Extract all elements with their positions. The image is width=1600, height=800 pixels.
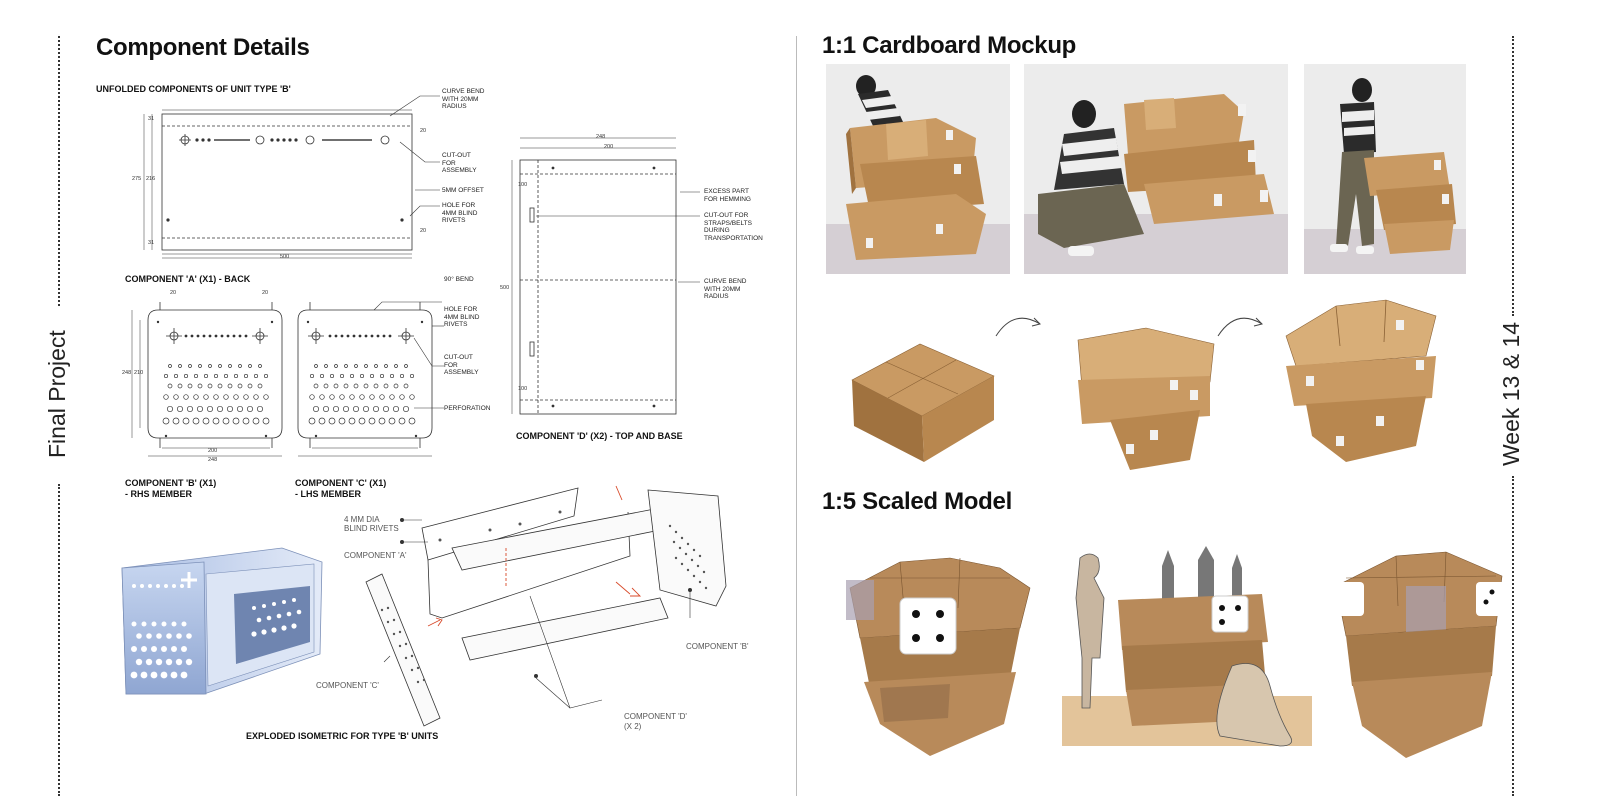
scaled-model-photo-3 [1326,546,1516,766]
mockup-title: 1:1 Cardboard Mockup [822,32,1077,59]
component-b-caption-2: - RHS MEMBER [125,489,192,499]
iso-label-comp-a: COMPONENT 'A' [344,551,407,560]
mockup-photo-1 [826,64,1010,274]
leaders-a [389,95,440,217]
note-d-cutout: CUT-OUT FOR STRAPS/BELTS DURING TRANSPOR… [704,212,763,242]
mockup-photo-3 [1304,64,1466,274]
folding-step-3 [1276,296,1456,466]
dim-d-h: 500 [500,285,510,291]
dim-d-b: 100 [518,386,528,392]
note-d-curve-bend: CURVE BEND WITH 20MM RADIUS [704,278,747,300]
unfolded-heading: UNFOLDED COMPONENTS OF UNIT TYPE 'B' [96,84,291,94]
iso-label-comp-d: COMPONENT 'D' (X 2) [624,712,687,731]
iso-label-rivets: 4 MM DIA BLIND RIVETS [344,515,399,533]
folding-step-2 [1070,320,1220,470]
page-divider [796,36,797,796]
note-a-hole: HOLE FOR 4MM BLIND RIVETS [442,202,478,224]
dim-b-w: 200 [208,448,218,454]
component-b-drawing [131,302,283,457]
scaled-model-title: 1:5 Scaled Model [822,488,1012,515]
note-a-offset: 5MM OFFSET [442,187,484,194]
dim-b-w2: 248 [208,457,218,463]
dim-d-w2: 200 [604,144,614,150]
dim-b-h2: 210 [134,370,144,376]
left-side-label: Final Project [44,330,70,458]
dim-a-width: 500 [280,254,290,260]
component-a-caption: COMPONENT 'A' (X1) - BACK [125,274,251,284]
component-a-drawing [143,109,413,259]
left-dotted-rule-bottom [58,484,60,796]
dim-a-h2: 216 [146,176,156,182]
component-c-caption-2: - LHS MEMBER [295,489,361,499]
note-bc-hole: HOLE FOR 4MM BLIND RIVETS [444,306,480,328]
scaled-model-photo-1 [840,548,1040,768]
dim-d-a: 100 [518,182,528,188]
dim-a-r2: 20 [420,228,427,234]
note-bc-bend: 90° BEND [444,276,474,283]
note-a-cutout: CUT-OUT FOR ASSEMBLY [442,152,477,174]
dim-b-top2: 20 [262,290,269,296]
note-bc-cutout: CUT-OUT FOR ASSEMBLY [444,354,479,376]
left-dotted-rule-top [58,36,60,306]
dim-b-h1: 248 [122,370,132,376]
folding-step-1 [846,336,996,466]
component-d-drawing [511,137,700,415]
dim-d-w: 248 [596,134,606,140]
dim-a-r1: 20 [420,128,427,134]
component-details-title: Component Details [96,34,310,61]
right-side-label: Week 13 & 14 [1498,321,1524,466]
component-d-caption: COMPONENT 'D' (X2) - TOP AND BASE [516,431,683,441]
iso-caption: EXPLODED ISOMETRIC FOR TYPE 'B' UNITS [246,731,439,741]
note-d-excess: EXCESS PART FOR HEMMING [704,188,751,203]
note-a-curve-bend: CURVE BEND WITH 20MM RADIUS [442,88,485,110]
dim-a-top: 31 [148,116,155,122]
sequence-arrow-2 [1217,317,1263,337]
component-b-caption-1: COMPONENT 'B' (X1) [125,478,217,488]
right-dotted-rule-top [1512,36,1514,316]
sequence-arrow-1 [995,317,1041,337]
scaled-model-photo-2 [1062,546,1312,766]
dim-a-bot: 31 [148,240,155,246]
iso-label-comp-b: COMPONENT 'B' [686,642,749,651]
exploded-isometric-drawing [365,485,727,727]
iso-label-comp-c: COMPONENT 'C' [316,681,379,690]
dim-a-h1: 275 [132,176,142,182]
mockup-photo-2 [1024,64,1288,274]
component-c-caption-1: COMPONENT 'C' (X1) [295,478,387,488]
dim-b-top1: 20 [170,290,177,296]
note-bc-perforation: PERFORATION [444,405,491,412]
right-dotted-rule-bottom [1512,476,1514,796]
metal-unit-render [121,547,323,695]
component-c-drawing [297,301,444,457]
